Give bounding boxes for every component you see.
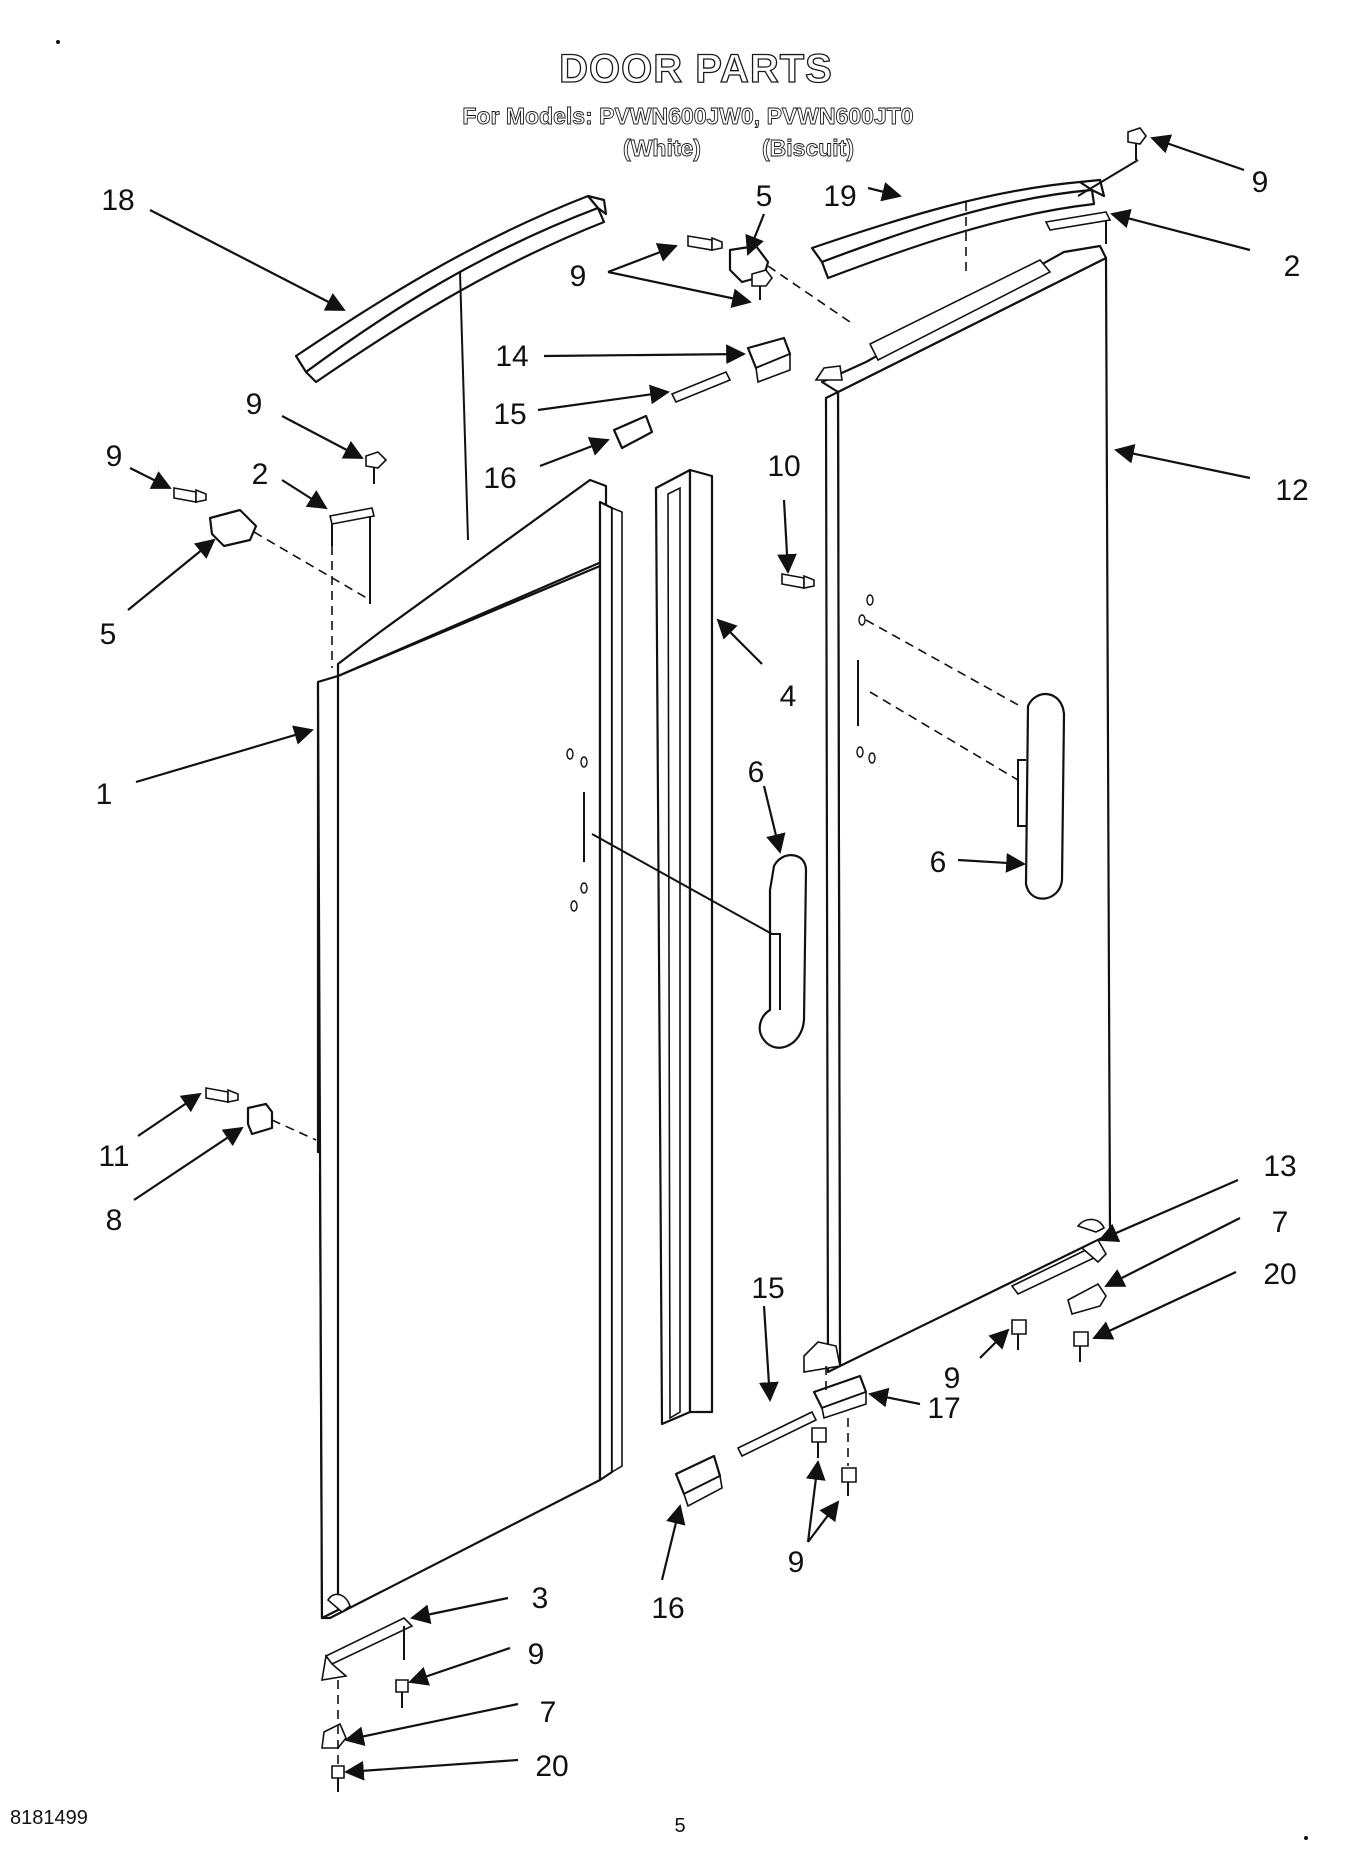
callout-20-right: 20 xyxy=(1263,1258,1296,1291)
callout-6-right: 6 xyxy=(930,846,947,879)
callout-7-left: 7 xyxy=(540,1696,557,1729)
left-top-hinge xyxy=(173,451,388,668)
callout-2-left: 2 xyxy=(252,458,269,491)
document-number: 8181499 xyxy=(10,1807,88,1829)
callout-16-bottom: 16 xyxy=(651,1592,684,1625)
right-handle xyxy=(1017,692,1066,900)
callout-5-left: 5 xyxy=(100,618,117,651)
callout-14: 14 xyxy=(495,340,528,373)
callout-12: 12 xyxy=(1275,474,1308,507)
color-biscuit-label: (Biscuit) xyxy=(762,135,854,161)
lower-center-hinge xyxy=(674,1366,868,1508)
callout-7-right: 7 xyxy=(1272,1206,1289,1239)
callout-16-top: 16 xyxy=(483,462,516,495)
right-bottom-hinge xyxy=(1010,1238,1107,1362)
callout-10: 10 xyxy=(767,450,800,483)
callout-9-top-right: 9 xyxy=(1252,166,1269,199)
callout-2-right: 2 xyxy=(1284,250,1301,283)
callout-5-top: 5 xyxy=(756,180,773,213)
screw-9-top-right xyxy=(1044,127,1147,244)
upper-center-hinge xyxy=(612,235,851,450)
page-number: 5 xyxy=(674,1815,685,1837)
callout-9-left: 9 xyxy=(106,440,123,473)
left-door xyxy=(316,478,623,1620)
callout-9-left-upper: 9 xyxy=(246,388,263,421)
callout-20-left: 20 xyxy=(535,1750,568,1783)
callout-15-bottom: 15 xyxy=(751,1272,784,1305)
callout-4: 4 xyxy=(780,680,797,713)
models-line: For Models: PVWN600JW0, PVWN600JT0 xyxy=(462,103,913,129)
callout-6-left: 6 xyxy=(748,756,765,789)
callout-11: 11 xyxy=(98,1140,129,1173)
callout-9-right-bottom: 9 xyxy=(944,1362,961,1395)
color-white-label: (White) xyxy=(623,135,701,161)
callout-labels: 18 5 19 9 9 2 14 15 9 16 9 2 10 12 5 4 6… xyxy=(96,166,1309,1783)
callout-17: 17 xyxy=(927,1392,960,1425)
page-title: DOOR PARTS xyxy=(559,47,833,91)
screw-10 xyxy=(781,573,815,589)
callout-15-top: 15 xyxy=(493,398,526,431)
left-middle-hinge xyxy=(205,1087,317,1141)
leader-lines xyxy=(127,134,1251,1781)
right-door xyxy=(803,244,1112,1374)
callout-9-left-bottom: 9 xyxy=(528,1638,545,1671)
callout-8: 8 xyxy=(106,1204,123,1237)
callout-9-center-top: 9 xyxy=(570,260,587,293)
breaker-strip xyxy=(654,468,714,1426)
callout-3: 3 xyxy=(532,1582,549,1615)
left-bottom-hinge xyxy=(321,1617,414,1792)
corner-dot xyxy=(1304,1836,1308,1840)
corner-dot xyxy=(56,40,60,44)
callout-18: 18 xyxy=(101,184,134,217)
left-handle xyxy=(591,833,808,1049)
top-trim-left xyxy=(294,194,608,541)
callout-13: 13 xyxy=(1263,1150,1296,1183)
callout-19: 19 xyxy=(823,180,856,213)
callout-9-center-bottom: 9 xyxy=(788,1546,805,1579)
callout-1: 1 xyxy=(96,778,113,811)
